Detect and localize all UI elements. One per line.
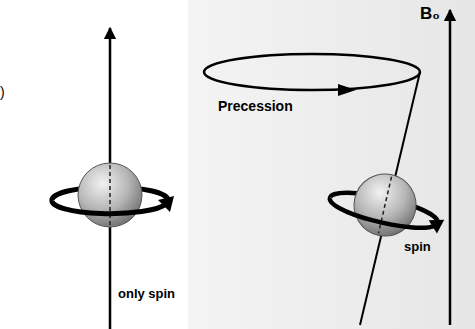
nucleus-sphere: [78, 163, 142, 227]
spin-arrow-front: [327, 197, 435, 234]
spin-arrow-front: [52, 200, 166, 214]
precession-arrowhead: [338, 84, 356, 96]
field-axis: [449, 10, 452, 325]
nucleus-sphere: [348, 168, 422, 242]
spin-arrowhead: [426, 216, 444, 234]
spin-arrowhead: [158, 196, 174, 212]
motion-label: spin: [404, 240, 431, 255]
precessing-nucleus: [324, 162, 451, 249]
panel-caption: only spin: [118, 287, 175, 302]
panel-ground: [188, 0, 475, 329]
panel-letter: ): [0, 84, 5, 100]
motion-label: Precession: [218, 98, 293, 114]
precession-orbit: [204, 54, 420, 90]
field-label: B₀: [420, 4, 440, 24]
